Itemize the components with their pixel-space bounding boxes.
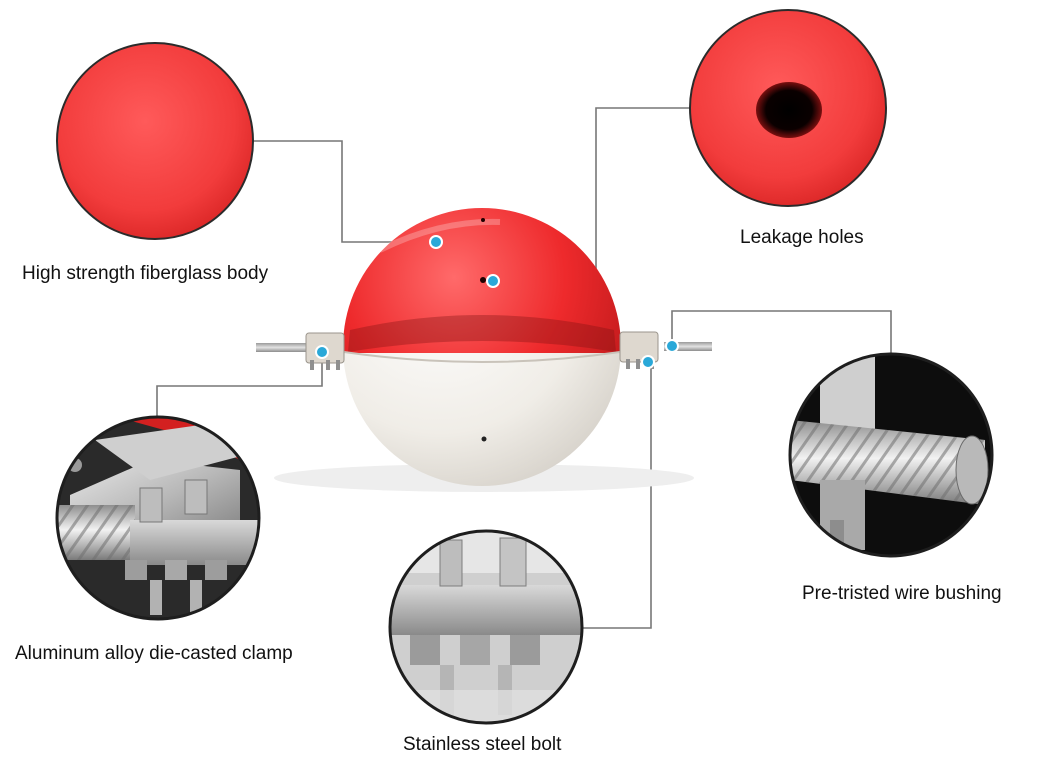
detail-bolt xyxy=(388,529,584,725)
label-bushing: Pre-tristed wire bushing xyxy=(802,583,1002,604)
leader-clamp xyxy=(156,352,323,416)
marker-ball xyxy=(256,208,712,492)
label-fiberglass-body: High strength fiberglass body xyxy=(22,263,269,284)
detail-bushing xyxy=(788,352,994,558)
leakage-hole xyxy=(756,82,822,138)
dot-fiberglass xyxy=(429,235,443,249)
dot-bolt xyxy=(641,355,655,369)
dot-leakage xyxy=(486,274,500,288)
dot-bushing xyxy=(665,339,679,353)
leader-bolt xyxy=(583,362,652,629)
label-leakage-holes: Leakage holes xyxy=(740,227,864,248)
leader-bushing xyxy=(671,310,892,354)
cable-left xyxy=(256,343,312,352)
detail-leakage-holes xyxy=(689,9,887,207)
dot-clamp xyxy=(315,345,329,359)
detail-clamp xyxy=(55,415,261,621)
label-clamp: Aluminum alloy die-casted clamp xyxy=(15,643,293,664)
detail-fiberglass-body xyxy=(56,42,254,240)
leader-fiberglass xyxy=(253,140,436,243)
cable-right xyxy=(664,342,712,351)
marker-dots xyxy=(315,235,679,369)
label-bolt: Stainless steel bolt xyxy=(403,734,562,755)
